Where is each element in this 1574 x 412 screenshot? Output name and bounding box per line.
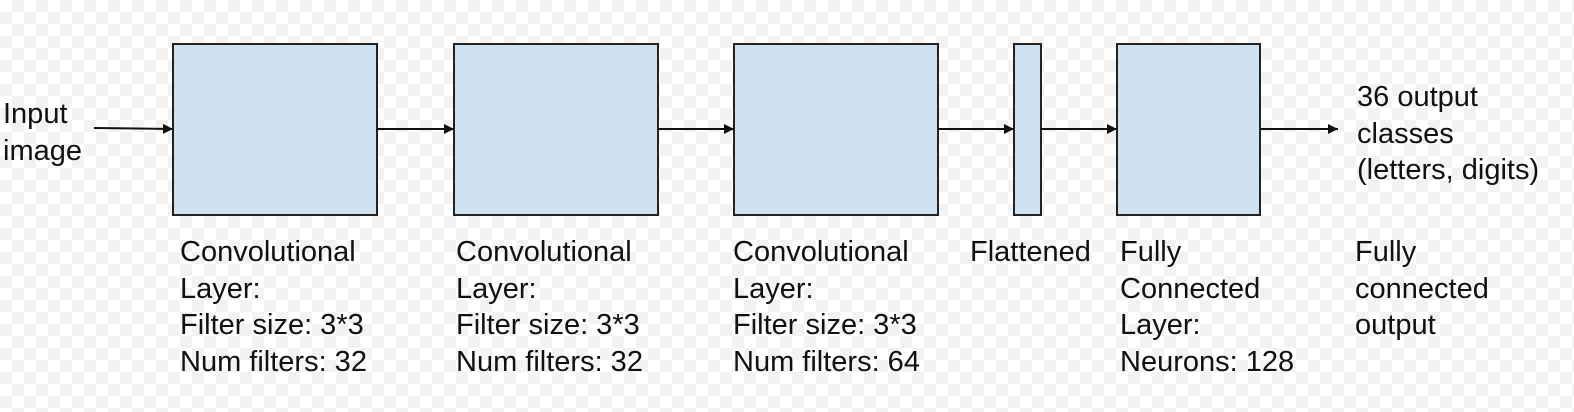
flattened-caption: Flattened [970,234,1091,271]
caption-line: Convolutional [733,236,909,268]
input-image-label: Input image [3,96,82,169]
caption-line: Num filters: 32 [180,345,367,378]
caption-line: Filter size: 3*3 [733,309,917,341]
caption-line: Layer: [456,272,537,305]
caption-line: output [1355,309,1436,341]
caption-line: Layer: [733,272,814,305]
caption-line: Filter size: 3*3 [456,309,640,341]
caption-line: Layer: [180,272,261,305]
caption-line: Num filters: 32 [456,345,643,378]
caption-line: connected [1355,272,1489,305]
caption-line: Filter size: 3*3 [180,309,364,341]
fully-connected-output-caption: Fully connected output [1355,234,1489,344]
caption-line: Convolutional [456,236,632,268]
caption-line: Layer: [1120,309,1201,341]
output-classes-label: 36 output classes (letters, digits) [1357,79,1539,189]
fully-connected-block [1116,43,1261,216]
caption-line: Neurons: 128 [1120,345,1295,378]
output-label-line: classes [1357,117,1454,150]
caption-line: Fully [1355,236,1417,268]
conv-layer-3-block [733,43,939,216]
conv-layer-1-block [172,43,378,216]
caption-line: Convolutional [180,236,356,268]
conv-layer-1-caption: Convolutional Layer: Filter size: 3*3 Nu… [180,234,367,380]
output-label-line: 36 output [1357,81,1478,113]
arrow-input-to-conv1 [93,123,174,134]
conv-layer-2-caption: Convolutional Layer: Filter size: 3*3 Nu… [456,234,643,380]
caption-line: Fully [1120,236,1182,268]
caption-line: Connected [1120,272,1261,305]
fully-connected-caption: Fully Connected Layer: Neurons: 128 [1120,234,1294,380]
conv-layer-2-block [453,43,659,216]
caption-line: Flattened [970,236,1091,268]
flattened-block [1013,43,1042,216]
input-label-line: Input [3,98,68,130]
input-label-line: image [3,134,82,167]
conv-layer-3-caption: Convolutional Layer: Filter size: 3*3 Nu… [733,234,920,380]
caption-line: Num filters: 64 [733,345,920,378]
output-label-line: (letters, digits) [1357,154,1540,186]
